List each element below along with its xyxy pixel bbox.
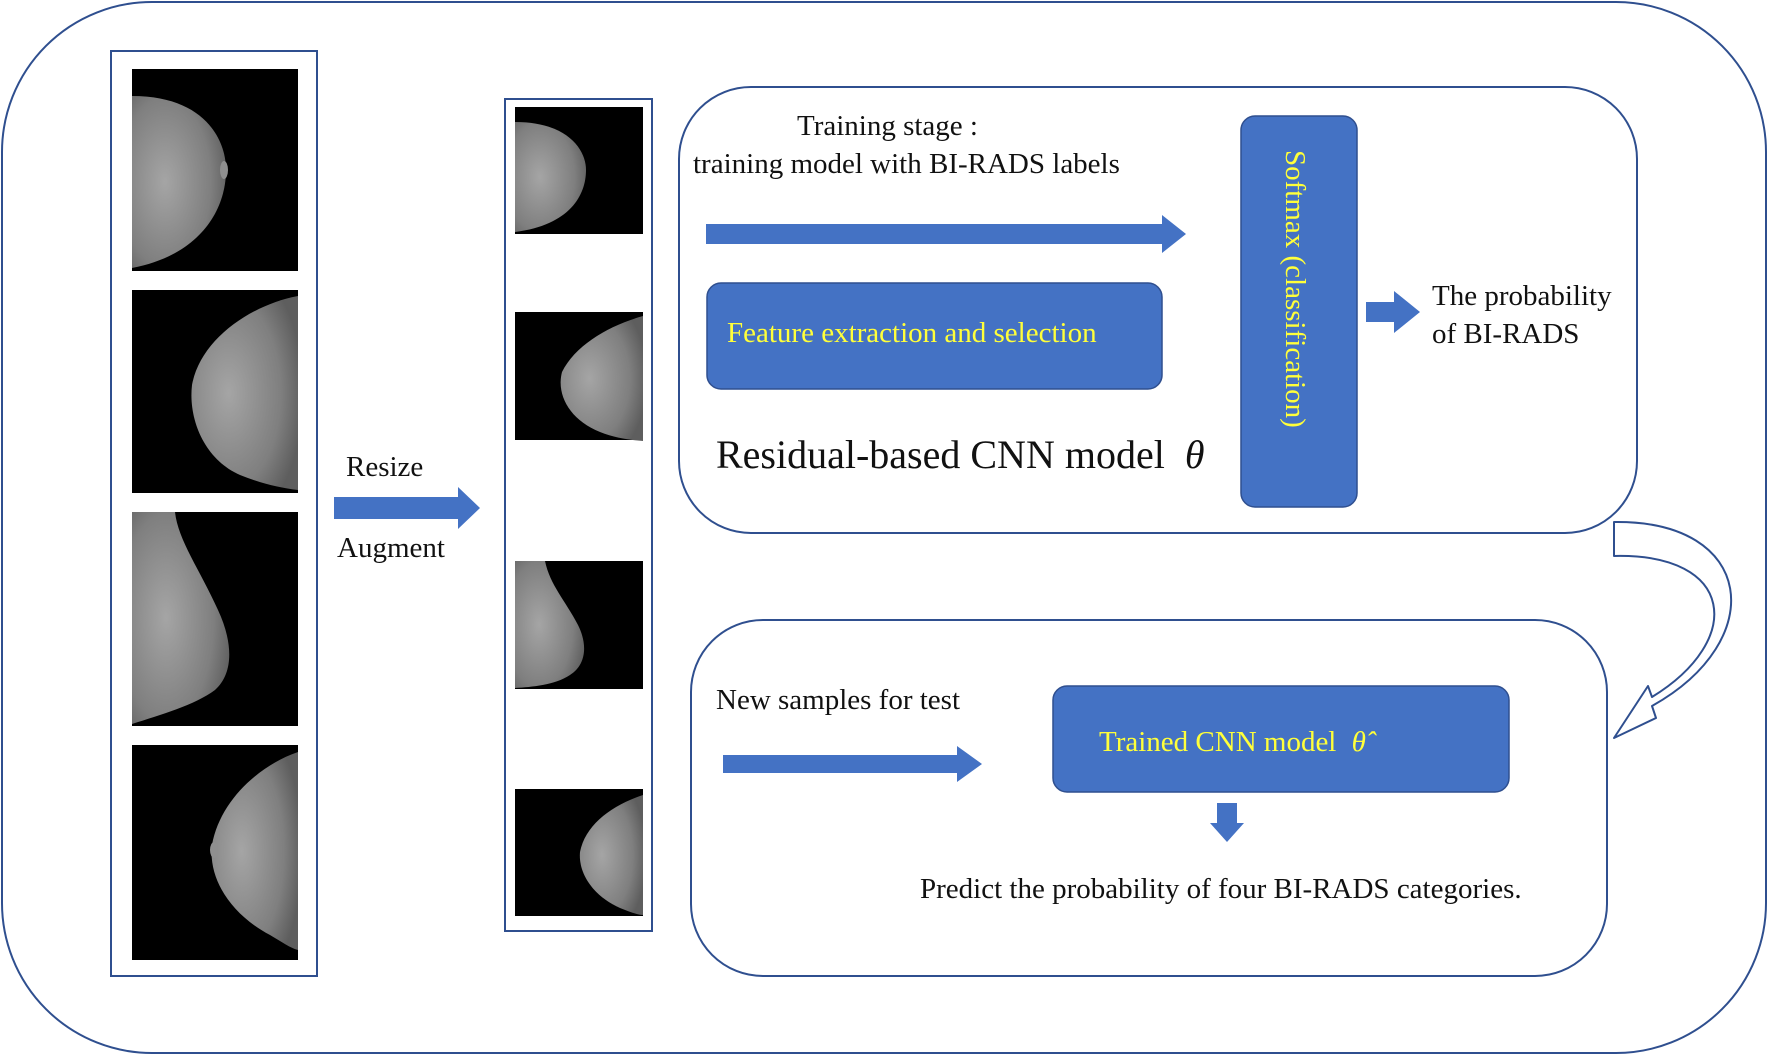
mammogram-original-4 <box>132 745 298 960</box>
new-samples-label: New samples for test <box>716 684 960 716</box>
feature-extraction-box <box>706 282 1163 390</box>
mammogram-original-3 <box>132 512 298 726</box>
model-theta-symbol: θ <box>1185 432 1205 477</box>
mammogram-resized-4 <box>515 789 643 916</box>
softmax-label: Softmax (classification) <box>1279 150 1311 428</box>
mammogram-original-1 <box>132 69 298 271</box>
prediction-label: Predict the probability of four BI-RADS … <box>920 873 1522 905</box>
feature-extraction-label: Feature extraction and selection <box>727 317 1097 349</box>
mammogram-original-2 <box>132 290 298 493</box>
softmax-output-arrow <box>1366 291 1420 333</box>
model-caption: Residual-based CNN model θ <box>716 432 1204 477</box>
testing-stage-panel <box>690 619 1608 977</box>
resize-augment-arrow <box>334 487 480 529</box>
resize-label: Resize <box>346 451 423 483</box>
trained-model-label: Trained CNN model θ̂ <box>1099 726 1377 758</box>
training-stage-panel <box>678 86 1638 534</box>
mammogram-resized-1 <box>515 107 643 234</box>
augment-label: Augment <box>337 532 445 564</box>
training-stage-subtitle: training model with BI-RADS labels <box>693 148 1120 180</box>
training-stage-title: Training stage : <box>797 110 978 142</box>
trained-model-text: Trained CNN model <box>1099 726 1336 758</box>
resized-images-panel <box>504 98 653 932</box>
probability-label-line2: of BI-RADS <box>1432 318 1579 350</box>
test-input-arrow <box>723 746 982 782</box>
train-to-test-curved-arrow <box>1613 520 1733 739</box>
trained-model-box <box>1052 685 1510 793</box>
prediction-down-arrow <box>1210 803 1244 842</box>
model-caption-text: Residual-based CNN model <box>716 432 1165 477</box>
softmax-box <box>1240 115 1358 508</box>
mammogram-resized-3 <box>515 561 643 689</box>
probability-label-line1: The probability <box>1432 280 1612 312</box>
original-images-panel <box>110 50 318 977</box>
mammogram-resized-2 <box>515 312 643 441</box>
training-input-arrow <box>706 215 1186 253</box>
